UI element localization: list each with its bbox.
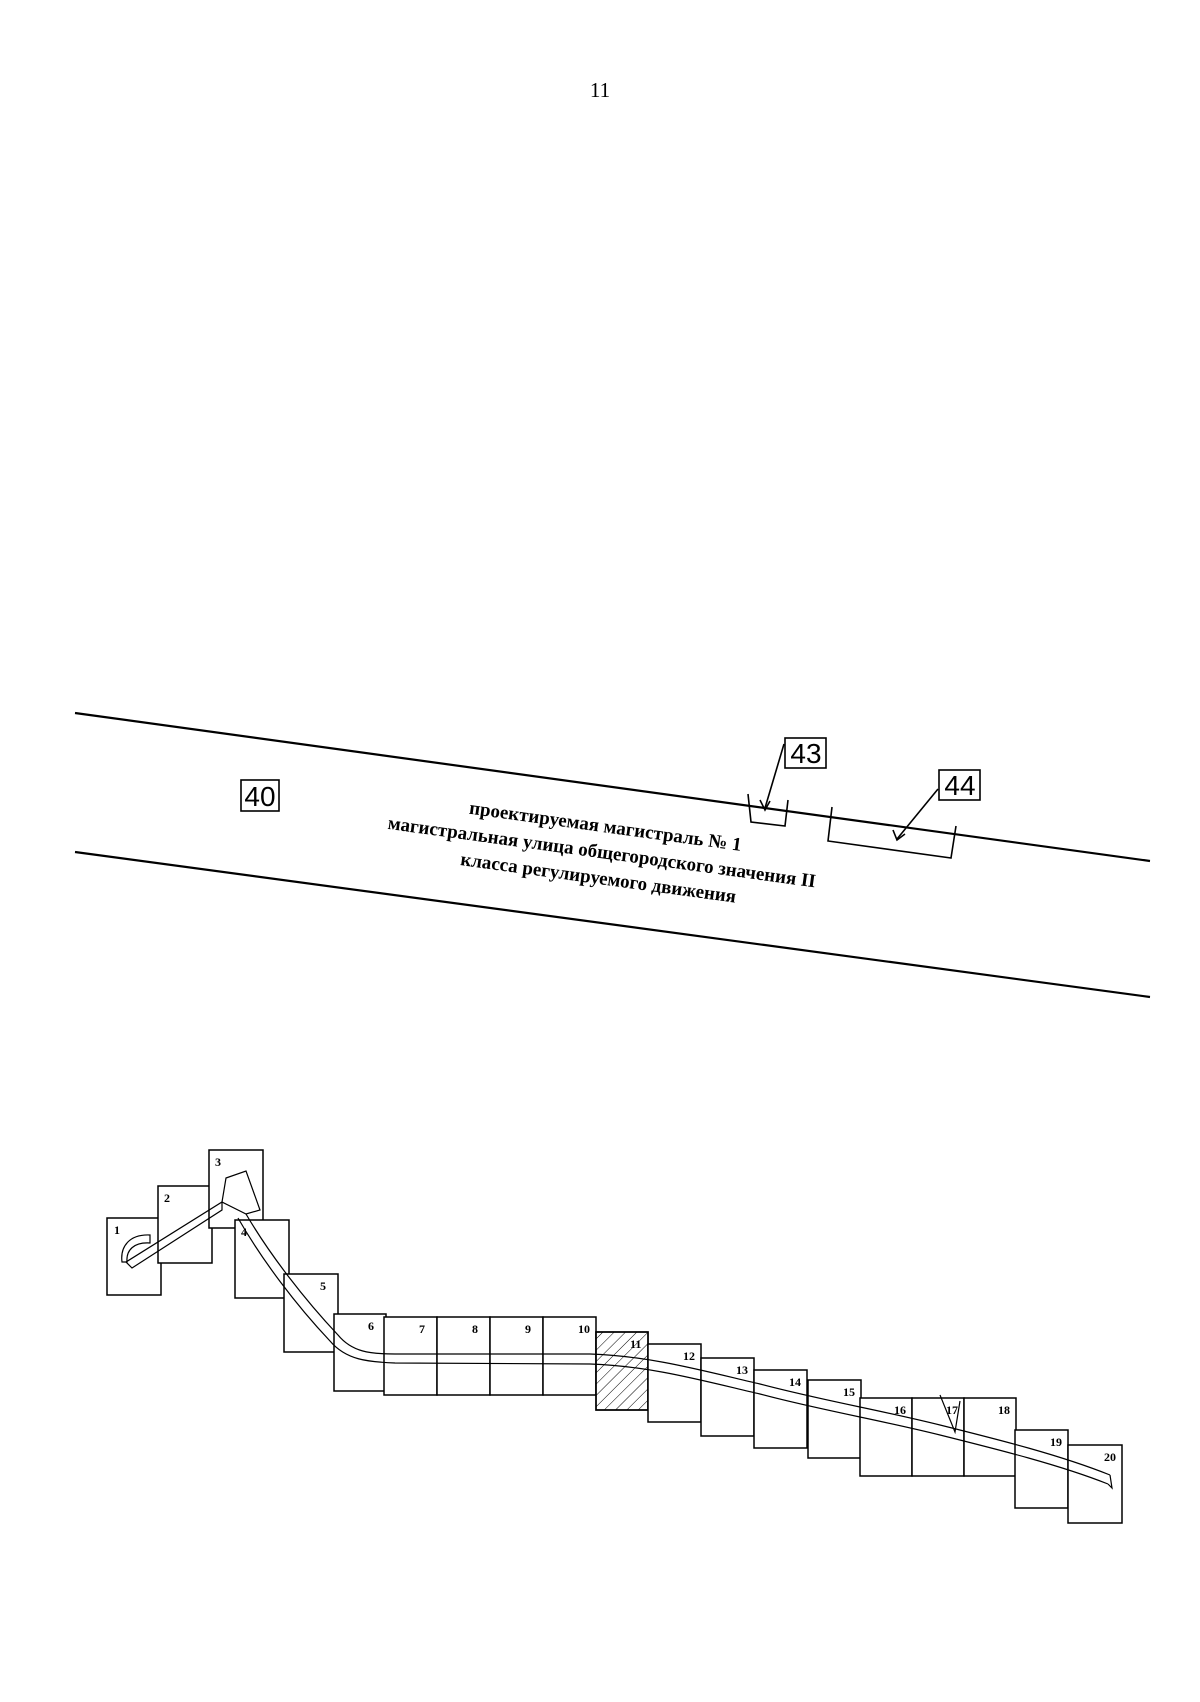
page-number: 11: [589, 78, 611, 102]
sheet-number: 20: [1104, 1450, 1116, 1464]
sheet-20: 20: [1067, 1444, 1123, 1524]
sheet-number: 7: [419, 1322, 425, 1336]
sheet-number: 13: [736, 1363, 748, 1377]
sheet-frame: [489, 1316, 544, 1396]
label-44-text: 44: [944, 770, 975, 801]
sheet-3: 3: [208, 1149, 264, 1229]
route-leg-1: [125, 1200, 223, 1269]
route-main-lower: [237, 1217, 1109, 1485]
sheet-number: 8: [472, 1322, 478, 1336]
sheet-19: 19: [1014, 1429, 1069, 1509]
sheet-15: 15: [807, 1379, 862, 1459]
sheet-hatch: [595, 1331, 649, 1411]
route-path: [121, 1170, 1113, 1490]
sheet-frame: [859, 1397, 913, 1477]
sheet-frame: [1067, 1444, 1123, 1524]
sheet-number: 12: [683, 1349, 695, 1363]
sheet-number: 15: [843, 1385, 855, 1399]
sheet-14: 14: [753, 1369, 808, 1449]
sheet-6: 6: [333, 1313, 387, 1392]
sheet-9: 9: [489, 1316, 544, 1396]
sheet-number: 5: [320, 1279, 326, 1293]
label-43-text: 43: [790, 738, 821, 769]
object-44: 44: [827, 769, 981, 859]
sheet-frame: [283, 1273, 339, 1353]
sheet-number: 4: [241, 1225, 247, 1239]
sheet-17: 17: [911, 1397, 965, 1477]
sheet-7: 7: [383, 1316, 438, 1396]
sheet-number: 18: [998, 1403, 1010, 1417]
sheet-number: 6: [368, 1319, 374, 1333]
sheet-4: 4: [234, 1219, 290, 1299]
sheet-frame: [383, 1316, 438, 1396]
sheet-frame: [1014, 1429, 1069, 1509]
route-loop-3: [221, 1170, 261, 1215]
label-40: 40: [240, 779, 280, 812]
sheet-number: 19: [1050, 1435, 1062, 1449]
sheet-8: 8: [436, 1316, 491, 1396]
object-43: 43: [747, 737, 827, 827]
sheet-12: 12: [647, 1343, 702, 1423]
sheet-number: 11: [630, 1337, 641, 1351]
sheet-18: 18: [963, 1397, 1017, 1477]
sheet-number: 10: [578, 1322, 590, 1336]
route-main-upper: [245, 1213, 1111, 1476]
sheet-number: 17: [946, 1403, 958, 1417]
sheet-number: 9: [525, 1322, 531, 1336]
sheet-frame: [234, 1219, 290, 1299]
sheet-11: 11: [595, 1331, 649, 1411]
route-branch-17: [939, 1394, 961, 1435]
route-end-cap: [1107, 1474, 1113, 1490]
sheet-frame: [700, 1357, 755, 1437]
sheet-16: 16: [859, 1397, 913, 1477]
sheet-5: 5: [283, 1273, 339, 1353]
sheet-frame: [436, 1316, 491, 1396]
sheet-number: 3: [215, 1155, 221, 1169]
sheet-10: 10: [542, 1316, 597, 1396]
sheet-frame: [333, 1313, 387, 1392]
sheet-frame: [753, 1369, 808, 1449]
label-40-text: 40: [244, 781, 275, 812]
sheet-frame: [911, 1397, 965, 1477]
sheet-number: 1: [114, 1223, 120, 1237]
sheet-number: 2: [164, 1191, 170, 1205]
road-edge-upper: [74, 711, 1151, 863]
sheet-number: 14: [789, 1375, 801, 1389]
sheet-number: 16: [894, 1403, 906, 1417]
sheet-13: 13: [700, 1357, 755, 1437]
road-edge-lower: [74, 850, 1151, 999]
